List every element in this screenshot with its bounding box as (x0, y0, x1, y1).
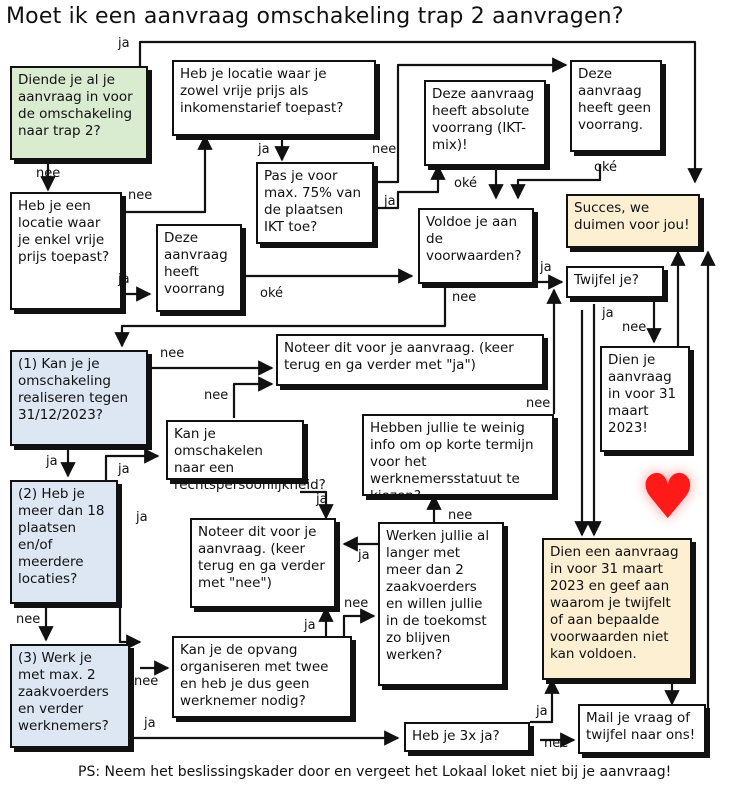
label-ja: ja (304, 618, 316, 633)
label-ja: ja (118, 462, 130, 477)
box-priority: Deze aanvraag heeft voorrang (156, 224, 242, 312)
arrow-b16-b15 (104, 448, 160, 480)
label-ja: ja (540, 260, 552, 275)
label-nee: nee (452, 290, 477, 305)
box-only-free-price: Heb je een locatie waar je enkel vrije p… (10, 192, 122, 310)
arrow-b9-b10 (534, 266, 564, 290)
box-two-people: Kan je de opvang organiseren met twee en… (172, 636, 352, 718)
label-oke: oké (594, 160, 618, 175)
label-nee: nee (544, 736, 569, 751)
label-ja: ja (358, 548, 370, 563)
box-note-nee: Noteer dit voor je aanvraag. (keer terug… (190, 518, 336, 608)
arrow-b15-b12 (232, 376, 274, 418)
box-more-managers: Werken jullie al langer met meer dan 2 z… (378, 522, 504, 686)
label-ja: ja (536, 704, 548, 719)
label-ja: ja (316, 492, 328, 507)
box-more-than-18: (2) Heb je meer dan 18 plaatsen en/of me… (10, 480, 118, 604)
box-doubt: Twijfel je? (566, 266, 664, 298)
box-legal-person: Kan je omschakelen naar een rechtspersoo… (166, 420, 326, 493)
label-nee: nee (526, 396, 551, 411)
label-nee: nee (128, 188, 153, 203)
arrow-b4-b7 (374, 57, 568, 184)
box-mixed-location: Heb je locatie waar je zowel vrije prijs… (172, 60, 376, 136)
box-success: Succes, we duimen voor jou! (566, 194, 700, 248)
label-ja: ja (46, 454, 58, 469)
arrow-b15-b17 (300, 490, 334, 520)
box-mail-us: Mail je vraag of twijfel naar ons! (578, 704, 706, 754)
box-too-little-info: Hebben jullie te weinig info om op korte… (362, 414, 554, 504)
box-three-yes: Heb je 3x ja? (404, 722, 530, 752)
label-ja: ja (118, 36, 130, 51)
arrow-b1-ja (138, 40, 703, 184)
label-ja: ja (118, 272, 130, 287)
arrow-b4-b6 (374, 164, 446, 210)
label-oke: oké (454, 176, 478, 191)
arrow-b21-b18 (342, 608, 376, 636)
label-nee: nee (36, 166, 61, 181)
arrow-b22-b19 (530, 678, 560, 724)
label-ja: ja (258, 142, 270, 157)
box-max-75-ikt: Pas je voor max. 75% van de plaatsen IKT… (256, 162, 374, 244)
box-note-ja: Noteer dit voor je aanvraag. (keer terug… (276, 334, 544, 386)
box-max-2-managers: (3) Werk je met max. 2 zaakvoerders en v… (10, 644, 130, 748)
arrow-b9-b11 (114, 286, 447, 348)
arrow-b2-b3 (124, 134, 213, 214)
box-no-priority: Deze aanvraag heeft geen voorrang. (570, 60, 662, 152)
label-ja: ja (384, 194, 396, 209)
label-nee: nee (160, 346, 185, 361)
label-nee: nee (622, 320, 647, 335)
label-nee: nee (448, 508, 473, 523)
label-nee: nee (16, 612, 41, 627)
box-switch-by-2023: (1) Kan je je omschakeling realiseren te… (10, 350, 148, 446)
label-ja: ja (602, 306, 614, 321)
label-nee: nee (344, 596, 369, 611)
arrow-b16-b21 (118, 540, 142, 650)
box-apply-before-march: Dien je aanvraag in voor 31 maart 2023! (600, 346, 690, 452)
arrow-b7-b9 (510, 164, 602, 200)
box-absolute-priority: Deze aanvraag heeft absolute voorrang (I… (424, 80, 546, 166)
label-ja: ja (144, 716, 156, 731)
page-title: Moet ik een aanvraag omschakeling trap 2… (6, 4, 624, 29)
label-nee: nee (204, 388, 229, 403)
box-apply-explain: Dien een aanvraag in voor 31 maart 2023 … (542, 538, 692, 680)
label-ja: ja (136, 510, 148, 525)
heart-icon: ♥ (640, 460, 696, 533)
label-oke: oké (260, 286, 284, 301)
box-already-applied: Diende je al je aanvraag in voor de omsc… (10, 66, 148, 160)
label-nee: nee (372, 142, 397, 157)
box-meet-conditions: Voldoe je aan de voorwaarden? (418, 208, 534, 284)
label-nee: nee (134, 674, 159, 689)
footnote: PS: Neem het beslissingskader door en ve… (78, 764, 672, 780)
